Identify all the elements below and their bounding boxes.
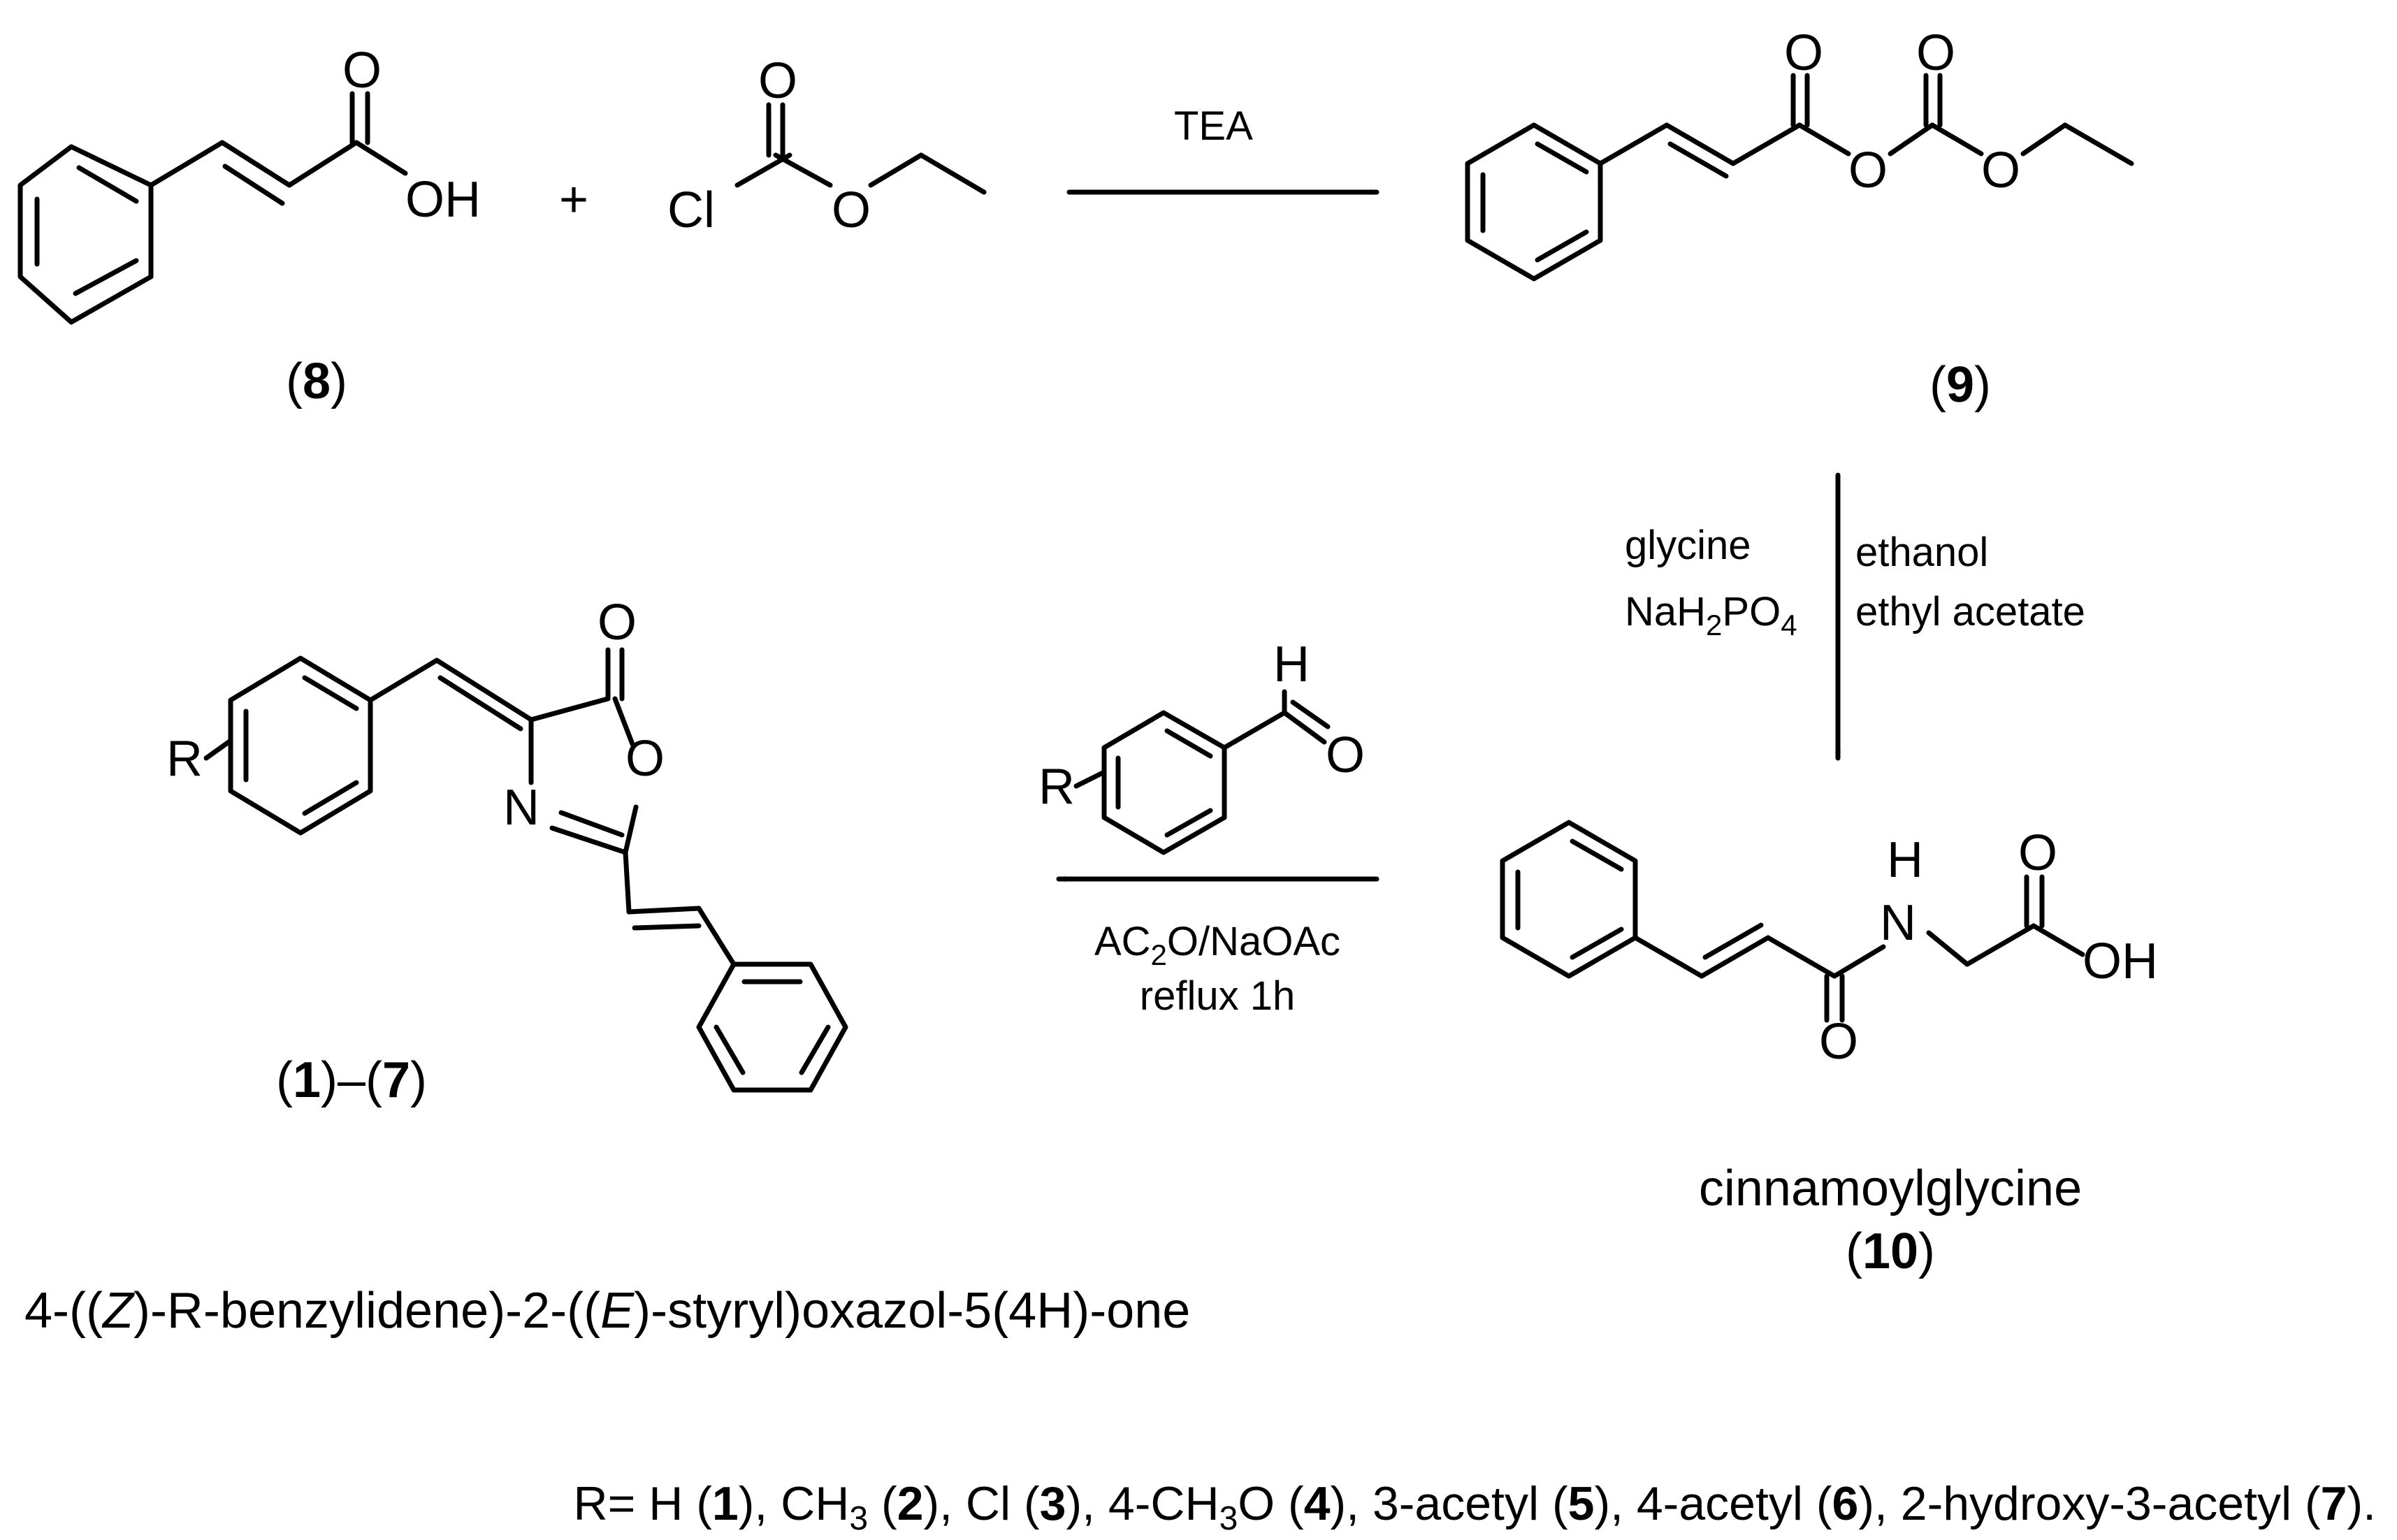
atom-o-10-acid: O	[2018, 825, 2057, 881]
atom-h-aldehyde: H	[1273, 637, 1310, 692]
name-compounds-1-7: 4-((Z)-R-benzylidene)-2-((E)-styryl)oxaz…	[24, 1283, 1190, 1339]
compound-9-structure	[1465, 73, 2134, 282]
label-compound-8: (8)	[286, 354, 347, 409]
atom-n-10: N	[1880, 895, 1916, 951]
benzene-ring-8	[17, 144, 154, 325]
reagent-reflux: reflux 1h	[1140, 973, 1295, 1019]
reagent-ac2o-naoac: AC2O/NaOAc	[1094, 919, 1340, 971]
product-structure	[203, 647, 848, 1093]
atom-h-10: H	[1887, 832, 1923, 888]
label-compound-9: (9)	[1929, 357, 1991, 413]
label-compounds-1-7: (1)–(7)	[276, 1052, 427, 1108]
atom-oh-10: OH	[2083, 934, 2158, 989]
atom-cl: Cl	[667, 182, 715, 238]
atom-o-chloroformate-ether: O	[832, 182, 871, 238]
atom-o-9-c: O	[1916, 25, 1955, 81]
atom-labels: O OH + Cl O O O O O O N H O O OH R H O R…	[166, 25, 2158, 1070]
compound-labels: (8) (9) cinnamoylglycine (10) (1)–(7) 4-…	[24, 354, 2082, 1339]
reagent-ethyl-acetate: ethyl acetate	[1855, 589, 2085, 634]
atom-r-aldehyde: R	[1038, 759, 1075, 815]
atom-o-10-amide: O	[1819, 1014, 1858, 1070]
atom-o-8: O	[342, 43, 382, 99]
name-compound-10: cinnamoylglycine	[1699, 1161, 2082, 1216]
reagent-nah2po4: NaH2PO4	[1625, 589, 1797, 641]
atom-n-product: N	[503, 780, 539, 836]
atom-o-aldehyde: O	[1326, 727, 1365, 783]
atom-r-product: R	[166, 731, 203, 787]
atom-o-product-ring: O	[625, 731, 665, 787]
atom-o-chloroformate-carbonyl: O	[758, 53, 797, 109]
atom-oh-8: OH	[405, 172, 481, 228]
reagent-tea: TEA	[1174, 103, 1253, 149]
reagent-labels: TEA glycine NaH2PO4 ethanol ethyl acetat…	[1094, 103, 2085, 1019]
plus-sign: +	[559, 172, 588, 228]
ethyl-chloroformate-structure	[734, 102, 987, 195]
atom-o-9-d: O	[1981, 143, 2020, 198]
benzene-ring-styryl	[696, 961, 848, 1093]
reagent-glycine: glycine	[1625, 523, 1751, 568]
r-group-definitions: R= H (1), CH3 (2), Cl (3), 4-CH3O (4), 3…	[574, 1477, 2376, 1537]
atom-o-9-a: O	[1784, 25, 1823, 81]
benzaldehyde-structure	[1073, 689, 1331, 855]
atom-o-product-carbonyl: O	[598, 595, 637, 651]
reagent-ethanol: ethanol	[1855, 530, 1988, 575]
benzene-ring-10	[1500, 820, 1638, 979]
benzene-ring-9	[1465, 122, 1603, 282]
atom-o-9-b: O	[1848, 143, 1888, 198]
compound-8-structure	[17, 91, 408, 325]
benzene-ring-product	[228, 655, 373, 836]
compound-10-structure	[1500, 820, 2085, 1023]
label-compound-10: (10)	[1846, 1223, 1935, 1279]
benzene-ring-aldehyde	[1101, 710, 1227, 855]
